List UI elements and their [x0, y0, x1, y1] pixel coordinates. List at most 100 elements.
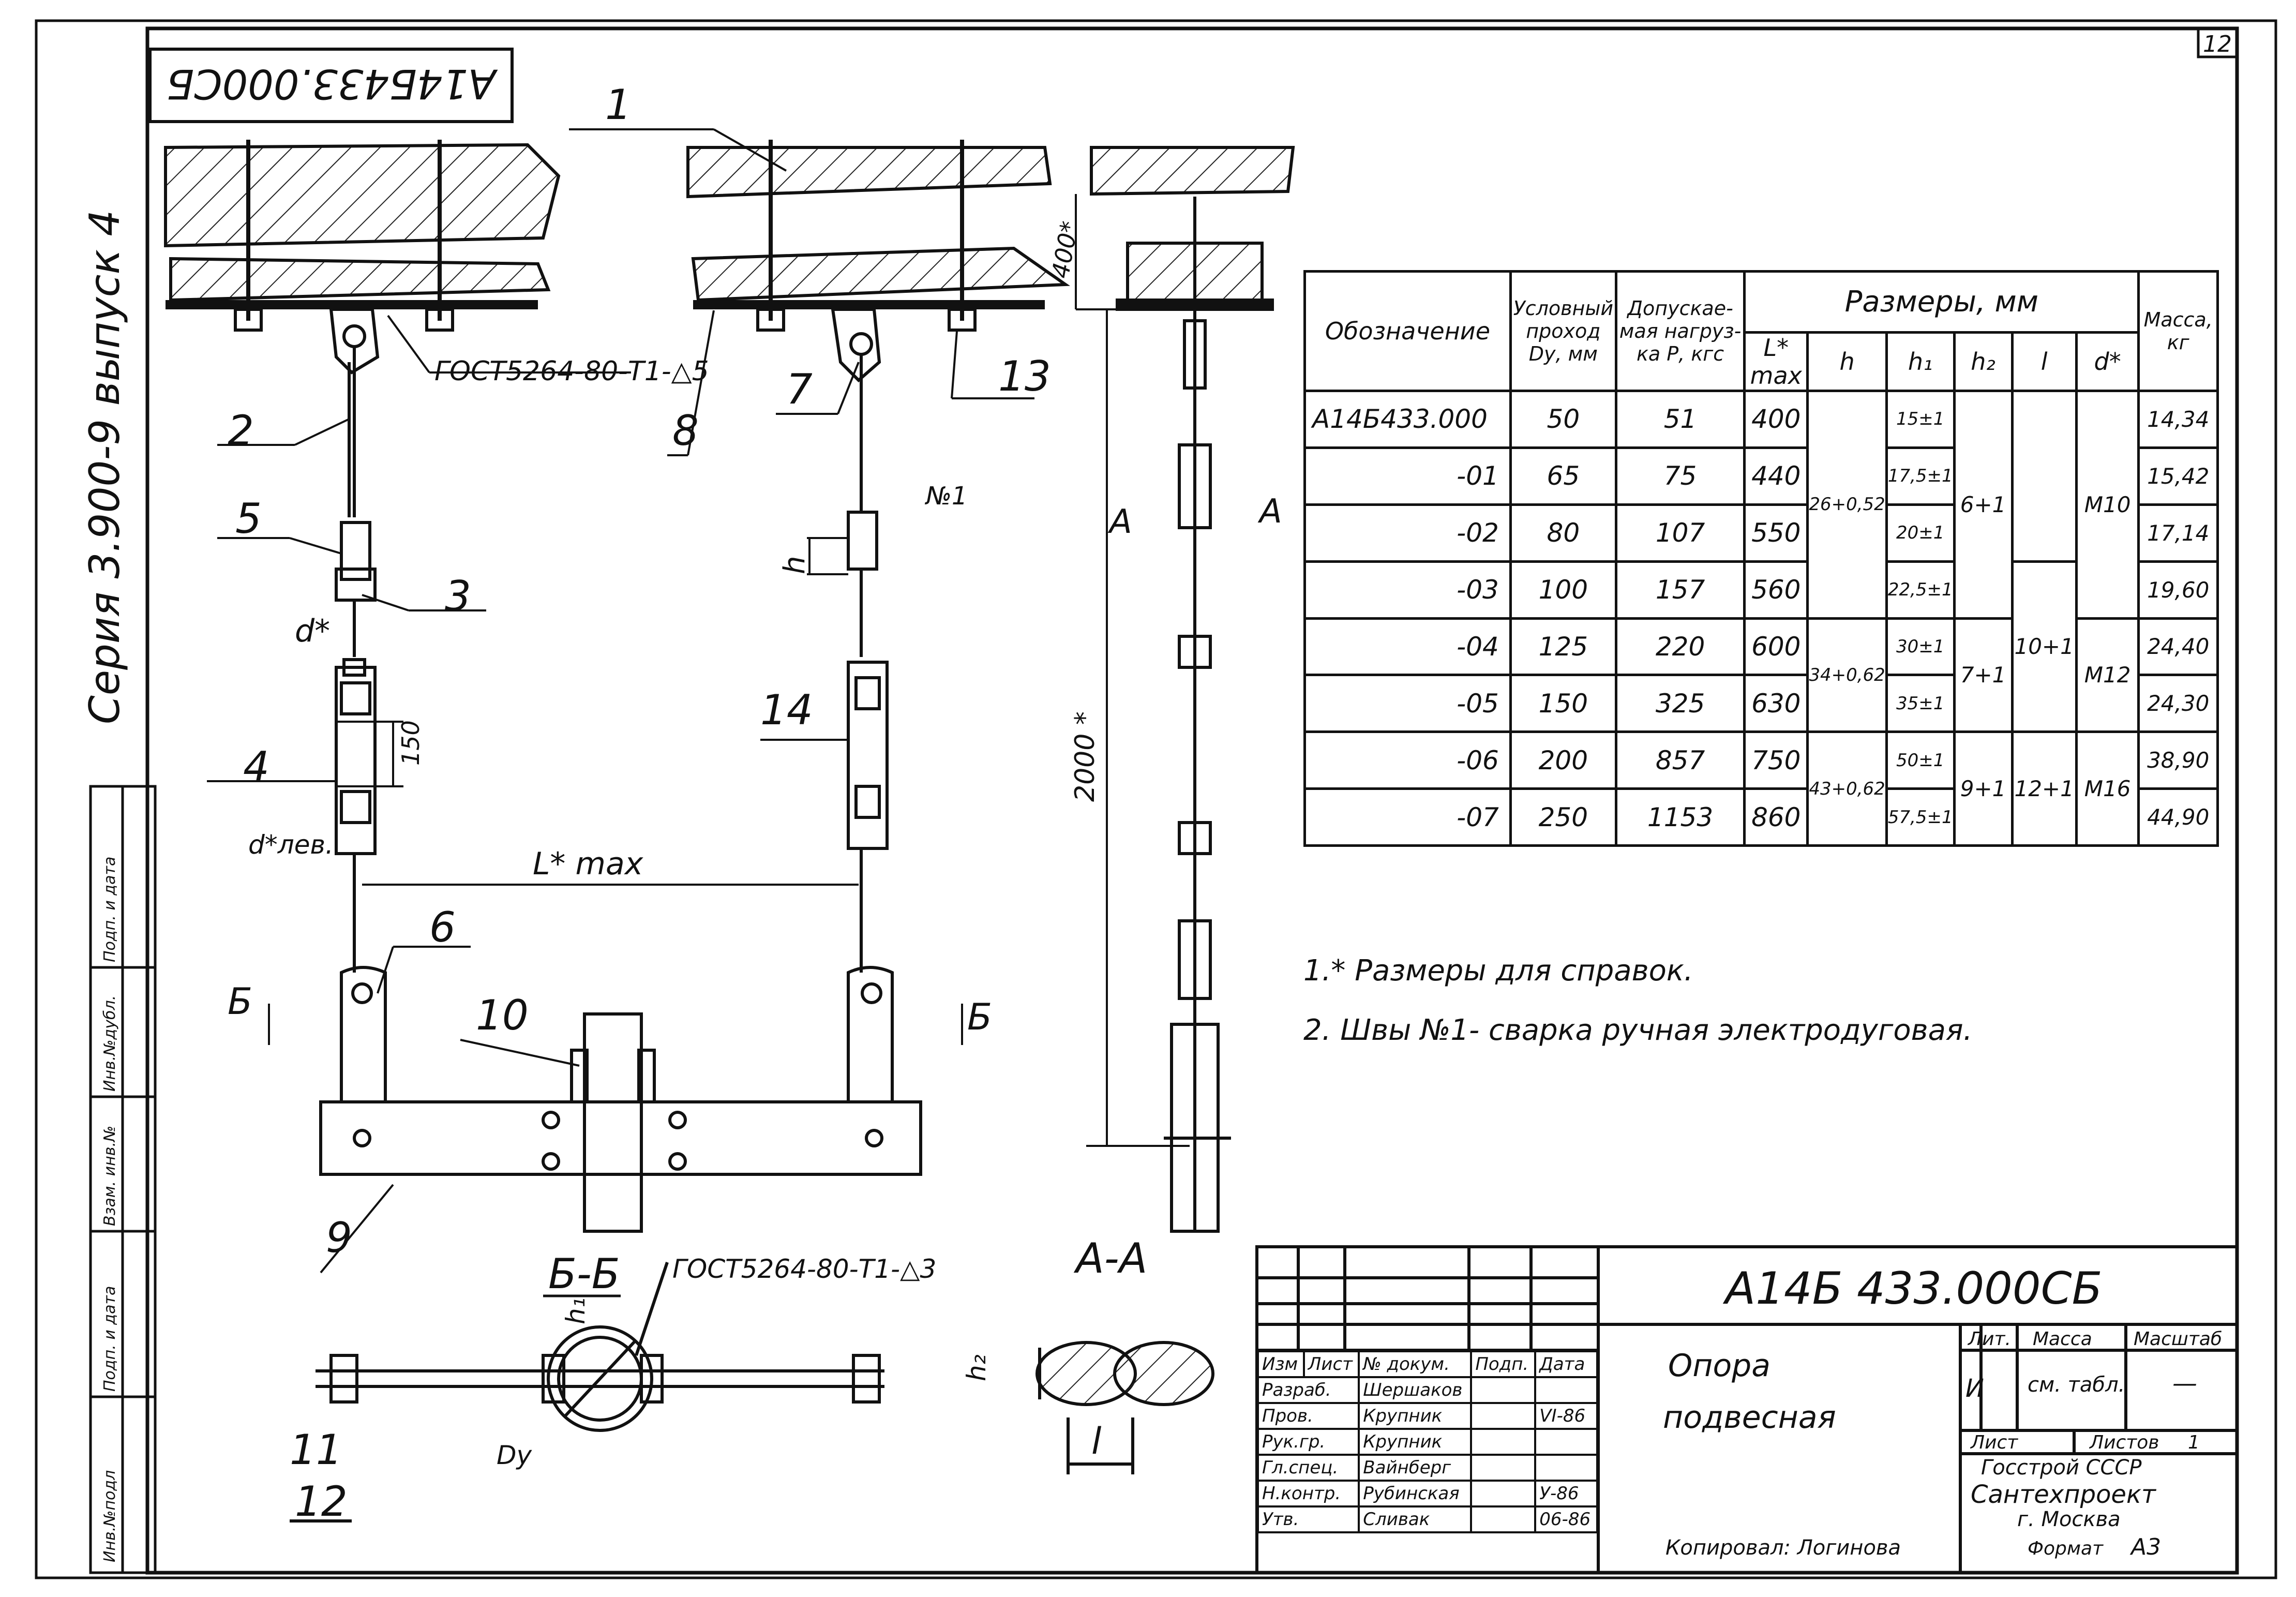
note-1: 1.* Размеры для справок. [1303, 954, 1693, 988]
callout-11: 11 [290, 1426, 342, 1474]
tb-role-row: Н.контр. Рубинская У-86 [1256, 1480, 1598, 1508]
lit-value: И [1965, 1374, 1984, 1403]
col-l: l [2010, 331, 2078, 392]
cell-lmax: 560 [1743, 560, 1809, 620]
tb-date [1534, 1454, 1598, 1482]
cell-h2-c: 9+1 [1953, 730, 2014, 847]
cell-designation: -06 [1303, 730, 1512, 790]
view-bb: Б-Б [548, 1250, 620, 1298]
tb-date [1534, 1428, 1598, 1456]
series-text: Серия 3.900-9 выпуск 4 [81, 210, 129, 724]
callout-14: 14 [760, 686, 813, 734]
cell-mass: 15,42 [2137, 446, 2219, 506]
tb-sign [1470, 1480, 1537, 1508]
cell-load: 1153 [1614, 787, 1746, 847]
weld-section [1036, 1341, 1214, 1474]
mass-value: см. табл. [2028, 1373, 2125, 1397]
cell-load: 220 [1614, 617, 1746, 677]
callout-7: 7 [786, 365, 813, 413]
cell-mass: 38,90 [2137, 730, 2219, 790]
dim-150: 150 [397, 720, 425, 766]
dim-d-left: d*лев. [248, 830, 334, 860]
cell-l-b: 12+1 [2010, 730, 2078, 847]
sheet-corner-number: 12 [2203, 31, 2232, 57]
callout-8: 8 [672, 407, 699, 455]
cell-h1: 57,5±1 [1885, 787, 1956, 847]
cell-dn: 100 [1509, 560, 1617, 620]
cell-d-c: M16 [2075, 730, 2140, 847]
tb-header-row: Изм Лист № докум. Подп. Дата [1257, 1350, 1598, 1378]
tb-name: Рубинская [1358, 1480, 1473, 1508]
callout-6: 6 [429, 903, 456, 951]
cell-designation: -04 [1303, 617, 1512, 677]
scale-label: Масштаб [2134, 1329, 2222, 1350]
cell-h1: 17,5±1 [1885, 446, 1956, 506]
cell-mass: 44,90 [2137, 787, 2219, 847]
cell-h1: 30±1 [1885, 617, 1956, 677]
cell-dn: 80 [1509, 503, 1617, 563]
cell-mass: 19,60 [2137, 560, 2219, 620]
callout-12: 12 [295, 1477, 348, 1526]
slab-middle [686, 140, 1070, 332]
cell-h-c: 43+0,62 [1806, 730, 1888, 847]
spec-table: Обозначение Условный проход Dу, мм Допус… [1303, 270, 2219, 847]
cell-lmax: 550 [1743, 503, 1809, 563]
note-2: 2. Швы №1- сварка ручная электродуговая. [1303, 1013, 1972, 1047]
left-strip [89, 785, 157, 1574]
org-line3: г. Москва [2017, 1508, 2121, 1531]
weld-label-top: ГОСТ5264-80-Т1-△5 [434, 356, 709, 387]
cell-d-a: M10 [2075, 390, 2140, 620]
dim-dy: Dу [497, 1440, 533, 1470]
org-line1: Госстрой СССР [1981, 1456, 2142, 1480]
tb-name: Сливак [1358, 1505, 1473, 1533]
dim-h2: h₂ [962, 1354, 992, 1381]
cell-lmax: 400 [1743, 390, 1809, 449]
tb-role: Утв. [1256, 1505, 1360, 1533]
col-load: Допускае-мая нагруз-ка Р, кгс [1614, 270, 1746, 392]
left-strip-label-2: Взам. инв.№ [101, 1126, 119, 1226]
dim-d: d* [295, 613, 330, 649]
tb-date: У-86 [1534, 1480, 1598, 1508]
table-row: -02 80 107 550 20±1 17,14 [1303, 503, 2219, 563]
dim-l: l [1091, 1420, 1102, 1462]
tb-role-row: Пров. Крупник VI-86 [1256, 1402, 1598, 1430]
view-aa: А-А [1073, 1234, 1147, 1282]
callout-10: 10 [476, 991, 529, 1039]
cell-designation: -05 [1303, 674, 1512, 734]
tb-sign [1470, 1376, 1537, 1404]
weld-label-section: ГОСТ5264-80-Т1-△3 [672, 1254, 936, 1284]
cell-h-b: 34+0,62 [1806, 617, 1888, 734]
cell-dn: 50 [1509, 390, 1617, 449]
format-value: А3 [2129, 1534, 2161, 1560]
sheets-value: 1 [2188, 1432, 2200, 1453]
dimension-lines [268, 194, 1190, 1147]
cell-designation: А14Б433.000 [1303, 390, 1512, 449]
cell-h1: 22,5±1 [1885, 560, 1956, 620]
col-h1: h₁ [1885, 331, 1956, 392]
section-b-right: Б [967, 996, 992, 1038]
table-row: -04 125 220 600 34+0,62 30±1 7+1 M12 24,… [1303, 617, 2219, 734]
cell-load: 75 [1614, 446, 1746, 506]
tb-col-list: Лист [1302, 1350, 1360, 1378]
cell-designation: -07 [1303, 787, 1512, 847]
cell-load: 157 [1614, 560, 1746, 620]
stamp-code: А14Б433.000СБ [167, 60, 499, 107]
tb-col-date: Дата [1534, 1350, 1598, 1378]
tb-col-doc: № докум. [1358, 1350, 1473, 1378]
leader-lines [207, 128, 1034, 1274]
dim-lmax: L* max [533, 846, 643, 882]
tb-role-row: Утв. Сливак 06-86 [1256, 1505, 1598, 1533]
cell-designation: -03 [1303, 560, 1512, 620]
callout-2: 2 [228, 407, 254, 455]
section-b-left: Б [228, 980, 252, 1023]
cell-lmax: 630 [1743, 674, 1809, 734]
outer-border [35, 19, 2277, 1579]
cell-load: 107 [1614, 503, 1746, 563]
table-row: -01 65 75 440 17,5±1 15,42 [1303, 446, 2219, 506]
cell-lmax: 860 [1743, 787, 1809, 847]
cell-h2-a: 6+1 [1953, 390, 2014, 620]
cell-h-a: 26+0,52 [1806, 390, 1888, 620]
cell-h1: 35±1 [1885, 674, 1956, 734]
cell-h2-b: 7+1 [1953, 617, 2014, 734]
left-strip-label-4: Подп. и дата [101, 857, 119, 962]
